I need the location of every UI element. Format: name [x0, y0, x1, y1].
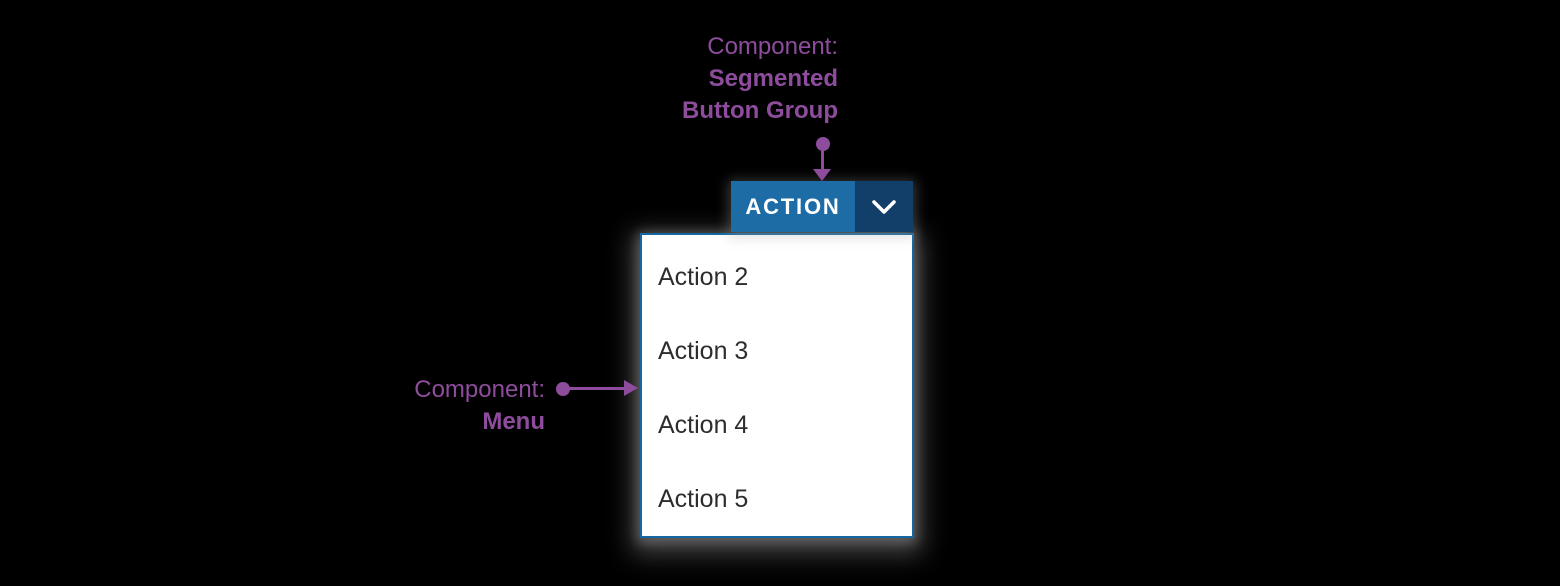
menu-item[interactable]: Action 5	[658, 484, 749, 513]
arrow-stem	[821, 149, 824, 172]
chevron-down-icon	[872, 199, 896, 214]
annotation-segmented-button-group: Component: Segmented Button Group	[682, 31, 838, 127]
annotation-menu: Component: Menu	[414, 374, 545, 438]
annotation-component-name: Button Group	[682, 97, 838, 124]
arrow-head-icon	[813, 169, 831, 181]
arrow-stem	[568, 387, 626, 390]
annotation-component-name: Menu	[482, 408, 545, 435]
action-button[interactable]: ACTION	[731, 181, 855, 232]
menu-item[interactable]: Action 3	[658, 336, 749, 365]
menu-toggle-button[interactable]	[855, 181, 913, 232]
menu-item[interactable]: Action 4	[658, 410, 749, 439]
menu-item[interactable]: Action 2	[658, 262, 749, 291]
arrow-dot	[556, 382, 570, 396]
arrow-head-icon	[624, 380, 638, 396]
annotation-component-name: Segmented	[708, 65, 838, 92]
menu: Action 2 Action 3 Action 4 Action 5	[640, 233, 914, 538]
segmented-button-group: ACTION	[731, 181, 913, 232]
arrow-dot	[816, 137, 830, 151]
annotation-prefix: Component:	[707, 33, 838, 60]
annotation-prefix: Component:	[414, 376, 545, 403]
